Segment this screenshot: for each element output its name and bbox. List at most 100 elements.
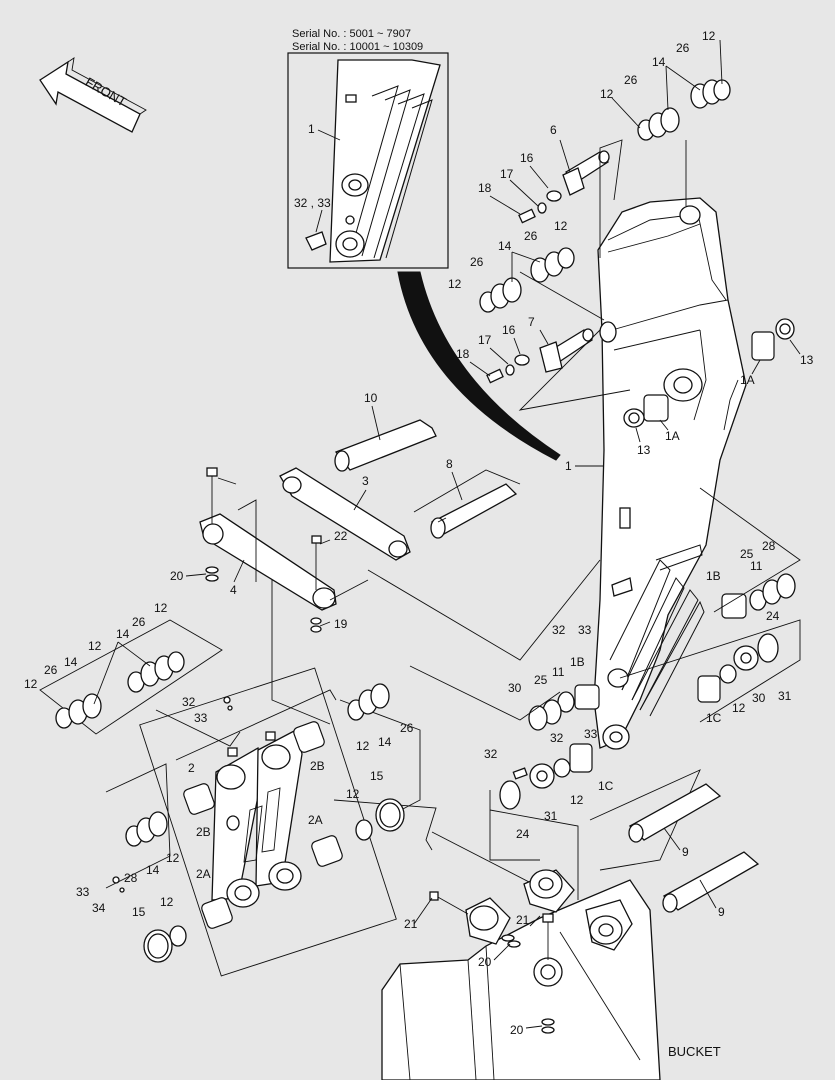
callout-7: 7	[528, 315, 535, 329]
callout-26: 26	[524, 229, 538, 243]
callout-32: 32	[182, 695, 196, 709]
callout-3: 3	[362, 474, 369, 488]
callout-12: 12	[166, 851, 180, 865]
callout-24: 24	[766, 609, 780, 623]
callout-31: 32	[484, 747, 498, 761]
callout-12: 12	[702, 29, 716, 43]
callout-13: 13	[637, 443, 651, 457]
callout-14: 14	[146, 863, 160, 877]
callout-15: 15	[132, 905, 146, 919]
callout-22: 22	[334, 529, 348, 543]
bucket-label: BUCKET	[668, 1044, 721, 1059]
inset-frame	[287, 52, 449, 269]
callout-9: 9	[682, 845, 689, 859]
callout-12: 12	[356, 739, 370, 753]
bucket: BUCKET	[381, 783, 760, 1080]
serial-note-2: Serial No. : 10001 ~ 10309	[292, 41, 423, 53]
callout-1c: 1C	[706, 711, 722, 725]
callout-2: 2	[188, 761, 195, 775]
callout-2b: 2B	[196, 825, 211, 839]
callout-32: 32	[552, 623, 566, 637]
callout-30: 30	[752, 691, 766, 705]
callout-17: 17	[478, 333, 492, 347]
callout-2a: 2A	[308, 813, 323, 827]
callout-25: 25	[740, 547, 754, 561]
callout-10: 10	[364, 391, 378, 405]
callout-18: 18	[456, 347, 470, 361]
callout-12: 12	[24, 677, 38, 691]
callout-21: 21	[404, 917, 418, 931]
callout-33: 33	[578, 623, 592, 637]
callout-12: 12	[600, 87, 614, 101]
callout-2b: 2B	[310, 759, 325, 773]
callout-13: 13	[800, 353, 814, 367]
alignment-lines	[39, 139, 801, 901]
callout-4: 4	[230, 583, 237, 597]
callout-12: 12	[346, 787, 360, 801]
callout-18: 18	[478, 181, 492, 195]
inset-arm	[329, 59, 441, 263]
serial-inset: Serial No. : 5001 ~ 7907 Serial No. : 10…	[287, 28, 449, 269]
callout-12: 12	[570, 793, 584, 807]
callout-33: 33	[584, 727, 598, 741]
callout-15: 15	[370, 769, 384, 783]
callout-31: 31	[778, 689, 792, 703]
callout-30: 31	[544, 809, 558, 823]
callout-12: 12	[88, 639, 102, 653]
callout-12: 12	[554, 219, 568, 233]
callout-33: 33	[194, 711, 208, 725]
callout-6: 6	[550, 123, 557, 137]
front-arrow: FRONT	[39, 57, 147, 133]
arm-assembly	[575, 197, 747, 750]
callout-26: 28	[124, 871, 138, 885]
callout-24: 24	[516, 827, 530, 841]
callout-12: 12	[160, 895, 174, 909]
inset-pointer-arrow	[397, 271, 561, 461]
link-2-assembly	[55, 651, 405, 977]
callout-9: 9	[718, 905, 725, 919]
serial-note-1: Serial No. : 5001 ~ 7907	[292, 28, 411, 40]
callout-1b: 1B	[570, 655, 585, 669]
callouts: 1 1A 1A 1B 1B 1C 1C 2 2A 2A 2B 2B 3 4 6 …	[24, 29, 814, 1037]
callout-11: 11	[552, 665, 565, 679]
callout-leaders	[93, 39, 801, 1029]
callout-1a: 1A	[740, 373, 755, 387]
callout-20: 20	[478, 955, 492, 969]
callout-14: 14	[652, 55, 666, 69]
callout-1a: 1A	[665, 429, 680, 443]
callout-11: 11	[750, 559, 763, 573]
callout-21: 21	[516, 913, 530, 927]
callout-33: 34	[92, 901, 106, 915]
callout-2a: 2A	[196, 867, 211, 881]
callout-26: 26	[400, 721, 414, 735]
callout-28: 30	[508, 681, 522, 695]
callout-19: 19	[334, 617, 348, 631]
callout-1b: 1B	[706, 569, 721, 583]
callout-26: 26	[624, 73, 638, 87]
callout-32: 33	[76, 885, 90, 899]
callout-12: 12	[154, 601, 168, 615]
callout-12: 12	[732, 701, 746, 715]
callout-20: 20	[170, 569, 184, 583]
right-pin-group	[479, 79, 796, 810]
callout-17: 17	[500, 167, 514, 181]
callout-32: 32	[550, 731, 564, 745]
callout-8: 8	[446, 457, 453, 471]
callout-20: 20	[510, 1023, 524, 1037]
link-group	[199, 419, 518, 633]
callout-14: 14	[378, 735, 392, 749]
callout-26: 26	[132, 615, 146, 629]
callout-12: 12	[448, 277, 462, 291]
callout-25: 25	[534, 673, 548, 687]
callout-26: 26	[44, 663, 58, 677]
callout-1c: 1C	[598, 779, 614, 793]
inset-label-1: 1	[308, 122, 315, 136]
callout-1: 1	[565, 459, 572, 473]
callout-14: 14	[64, 655, 78, 669]
callout-14: 14	[116, 627, 130, 641]
callout-16: 16	[520, 151, 534, 165]
callout-14: 14	[498, 239, 512, 253]
callout-26: 26	[676, 41, 690, 55]
inset-label-32-33: 32 , 33	[294, 196, 331, 210]
